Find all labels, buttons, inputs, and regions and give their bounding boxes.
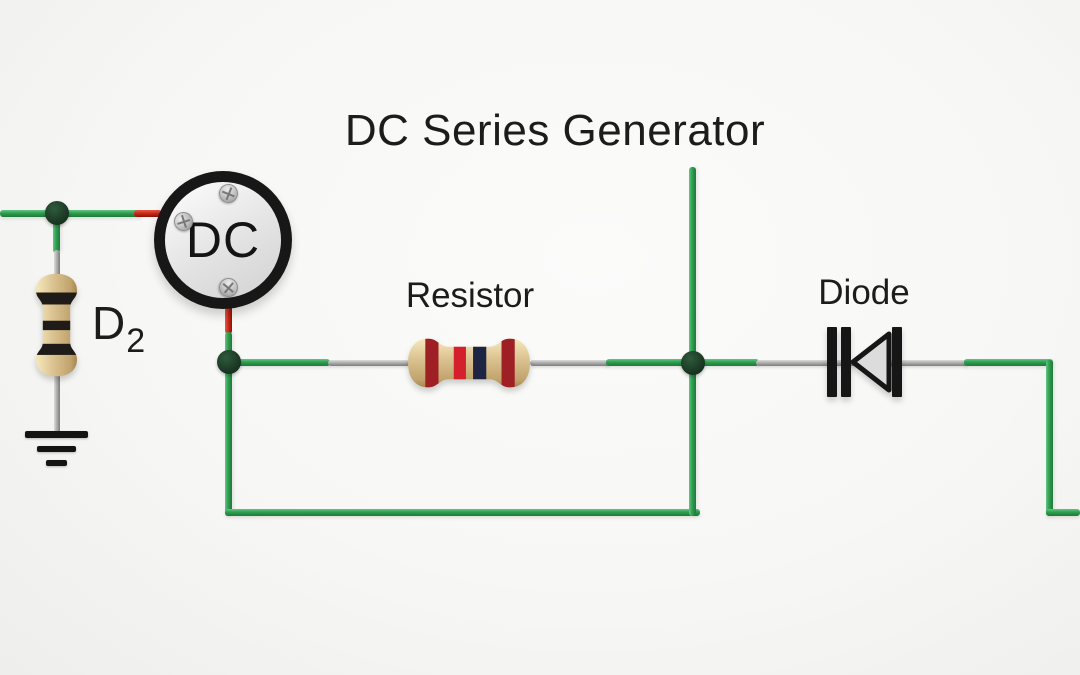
d2-label-base: D bbox=[92, 297, 126, 349]
resistor-label: Resistor bbox=[405, 276, 535, 315]
junction-dot-left bbox=[45, 201, 69, 225]
wire-loop-left-vertical bbox=[225, 362, 232, 516]
ground-bar-middle bbox=[37, 446, 76, 452]
lead-resistor-left bbox=[328, 360, 410, 366]
wire-generator-bottom-red bbox=[225, 305, 232, 334]
junction-dot-generator bbox=[217, 350, 241, 374]
wire-bus-left-green bbox=[229, 359, 330, 366]
lead-d2-bottom bbox=[54, 374, 60, 434]
junction-dot-center bbox=[681, 351, 705, 375]
wire-generator-left-red bbox=[134, 210, 162, 217]
ground-bar-bottom bbox=[46, 460, 67, 466]
d2-label: D2 bbox=[92, 297, 145, 358]
wire-generator-bottom-green bbox=[225, 332, 232, 365]
wire-d2-top-green bbox=[53, 213, 60, 253]
wire-bottom-right-exit bbox=[1046, 509, 1080, 516]
dc-generator-label: DC bbox=[185, 212, 261, 268]
lead-d2-top bbox=[54, 250, 60, 280]
resistor-d2 bbox=[35, 273, 78, 377]
diode-symbol bbox=[827, 327, 902, 397]
wire-loop-bottom bbox=[225, 509, 700, 516]
diode-label: Diode bbox=[818, 273, 910, 312]
wire-center-vertical bbox=[689, 167, 696, 516]
ground-bar-top bbox=[25, 431, 88, 438]
d2-label-subscript: 2 bbox=[126, 322, 146, 360]
wire-top-left-green bbox=[0, 210, 142, 217]
resistor-horizontal bbox=[408, 338, 530, 388]
wire-right-vertical bbox=[1046, 360, 1053, 516]
page-title: DC Series Generator bbox=[344, 106, 766, 155]
wire-bus-right-green bbox=[964, 359, 1053, 366]
lead-resistor-right bbox=[530, 360, 610, 366]
